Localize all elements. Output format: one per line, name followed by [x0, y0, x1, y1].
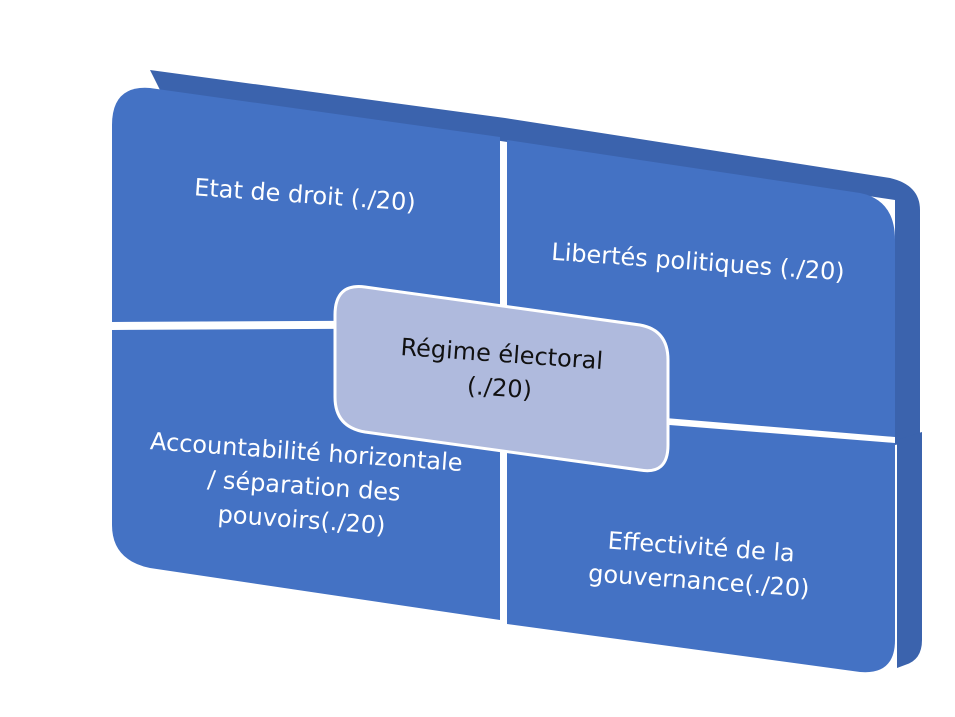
panel-side-edge: [897, 432, 922, 668]
quadrant-bottom-right: [507, 412, 895, 673]
panel-top-edge: [150, 70, 920, 445]
center-label-line-2: (./20): [466, 372, 533, 404]
quadrant-top-left: [112, 87, 500, 322]
center-box: [333, 285, 670, 473]
